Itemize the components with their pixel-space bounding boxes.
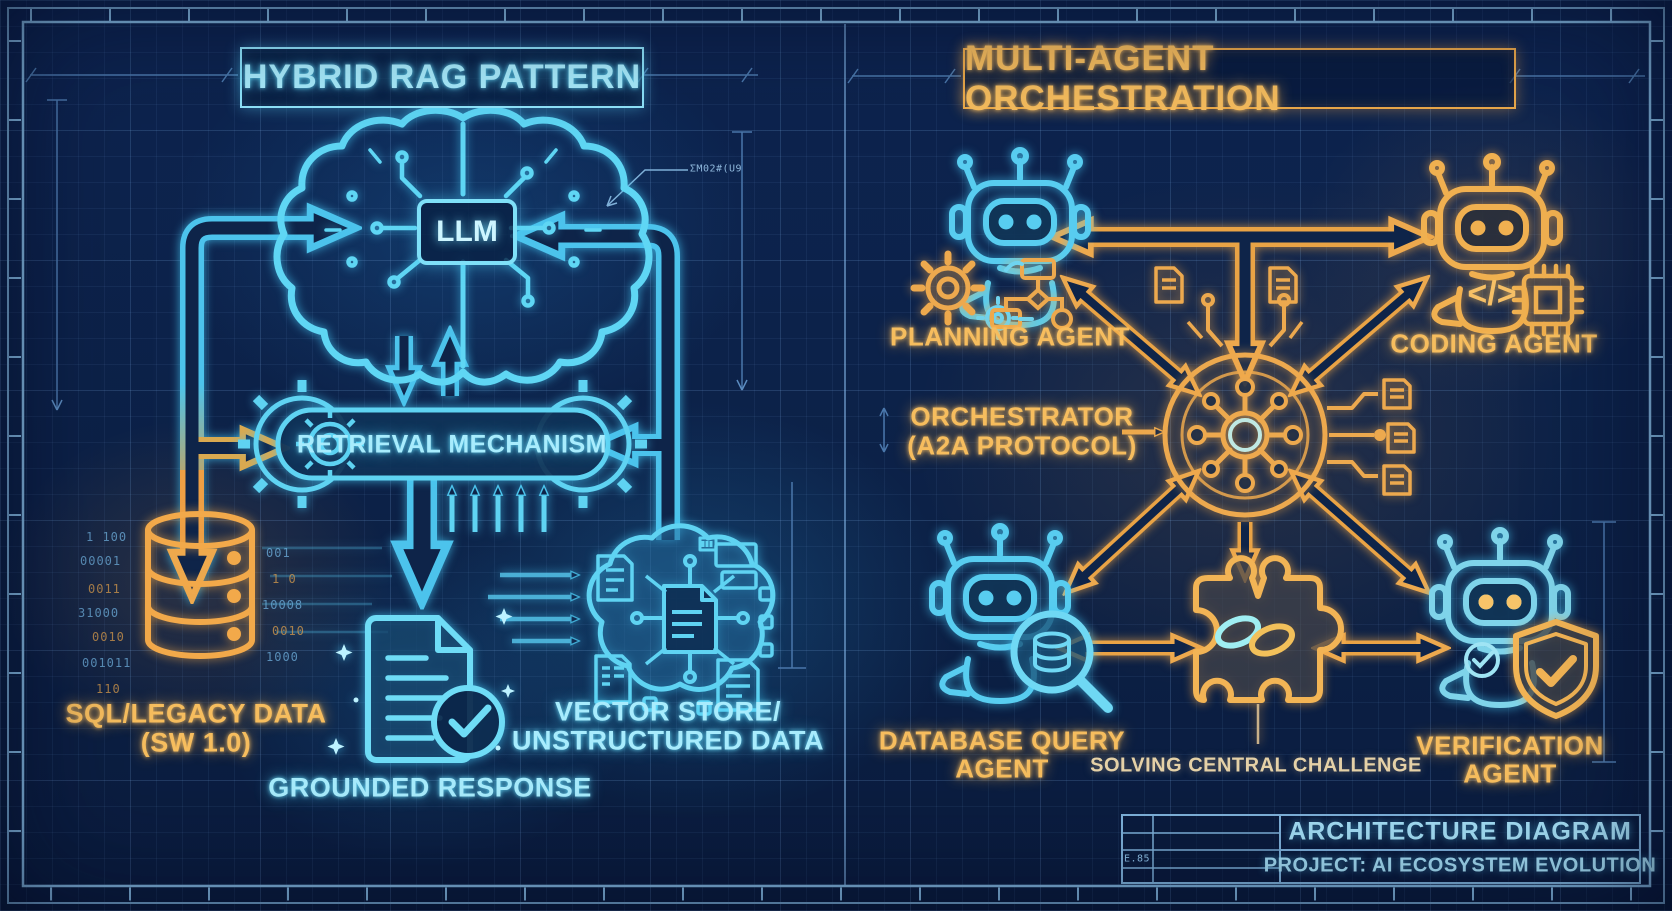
blueprint-frame — [7, 7, 1665, 904]
vector-input-lines — [488, 575, 572, 641]
binary-noise: 001011 — [82, 656, 132, 670]
orchestration-pipes — [1082, 237, 1422, 648]
database-icon — [145, 511, 255, 659]
shield-icon — [1513, 619, 1599, 719]
coding-agent-label: CODING AGENT — [1390, 328, 1598, 359]
verification-robot-eye — [1506, 594, 1522, 610]
sparkle-icons — [327, 608, 515, 755]
gear-icon — [296, 410, 364, 478]
orchestrator-label-line1: ORCHESTRATOR — [910, 401, 1134, 432]
binary-noise: 0011 — [88, 582, 121, 596]
binary-noise: 1 100 — [86, 530, 128, 544]
puzzle-icon — [1193, 555, 1344, 744]
verification-agent-label-line1: VERIFICATION — [1416, 730, 1604, 761]
magnifier-icon — [1010, 610, 1113, 713]
hub-circuit-traces — [1154, 266, 1416, 496]
binary-noise: 10008 — [262, 598, 304, 612]
binary-noise: 110 — [96, 682, 121, 696]
grounded-doc-icon — [327, 608, 515, 763]
left-panel-title: HYBRID RAG PATTERN — [242, 58, 642, 96]
retrieval-input-arrows — [452, 494, 544, 532]
title-block-project: PROJECT: AI ECOSYSTEM EVOLUTION — [1263, 854, 1657, 877]
right-panel-title: MULTI-AGENT ORCHESTRATION — [965, 38, 1281, 118]
chip-icon — [1511, 263, 1585, 337]
binary-noise: 0010 — [92, 630, 125, 644]
challenge-label: SOLVING CENTRAL CHALLENGE — [1090, 754, 1422, 777]
binary-noise: 1 0 — [272, 572, 297, 586]
vector-store-icon — [586, 523, 776, 716]
mini-database-icon — [1033, 631, 1071, 673]
title-block — [1121, 814, 1641, 884]
right-panel-title-box: MULTI-AGENT ORCHESTRATION — [963, 39, 1516, 118]
verification-robot-eye — [1478, 594, 1494, 610]
retrieval-label: RETRIEVAL MECHANISM — [297, 430, 607, 459]
flowchart-icon — [990, 258, 1073, 330]
document-icon — [1154, 266, 1416, 496]
vector-label-line2: UNSTRUCTURED DATA — [512, 725, 824, 756]
binary-noise: 001 — [266, 546, 291, 560]
llm-chip-label: LLM — [417, 199, 517, 265]
orchestrator-hub-icon — [1162, 352, 1328, 518]
retrieval-gearbox — [238, 380, 647, 508]
binary-noise: 1000 — [266, 650, 299, 664]
sql-label-line2: (SW 1.0) — [140, 727, 252, 758]
annotation-label: ΣM02#(U9 — [689, 163, 743, 175]
left-panel-title-box: HYBRID RAG PATTERN — [240, 47, 644, 108]
planning-accessories — [910, 250, 1073, 340]
chain-link-icon — [1215, 615, 1295, 657]
orchestrator-label-line2: (A2A PROTOCOL) — [907, 430, 1137, 461]
code-glyph: </> — [1467, 275, 1516, 313]
annotation-callout — [606, 169, 688, 207]
sql-label-line1: SQL/LEGACY DATA — [65, 698, 327, 729]
title-block-title: ARCHITECTURE DIAGRAM — [1288, 817, 1632, 846]
binary-noise: 0010 — [272, 624, 305, 638]
database-agent-label-line2: AGENT — [955, 753, 1049, 784]
check-badge-icon — [1464, 642, 1500, 678]
planning-agent-label: PLANNING AGENT — [889, 321, 1131, 352]
vector-label-line1: VECTOR STORE/ — [554, 696, 782, 727]
verification-agent-label-line2: AGENT — [1463, 758, 1557, 789]
binary-noise: 00001 — [80, 554, 122, 568]
database-agent-label-line1: DATABASE QUERY — [878, 725, 1126, 756]
llm-brain-icon — [273, 106, 653, 386]
binary-noise: 31000 — [78, 606, 120, 620]
title-block-ref: E.85 — [1123, 853, 1151, 865]
grounded-label: GROUNDED RESPONSE — [268, 772, 592, 803]
